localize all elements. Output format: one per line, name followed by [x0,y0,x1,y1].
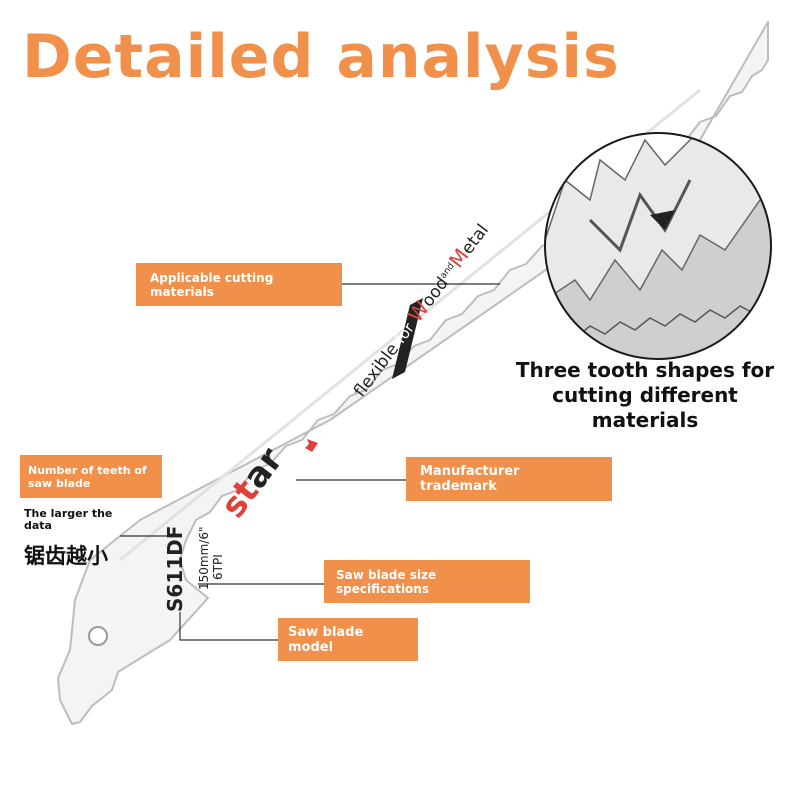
print-tpi: 6TPI [211,554,225,580]
mounting-hole [88,626,108,646]
zoom-view [545,133,771,359]
print-stripe [392,298,423,379]
zoom-caption: Three tooth shapes for cutting different… [515,358,775,432]
leader-lines [120,283,500,641]
blade-print-model: S611DF [163,526,187,612]
print-for: for [391,319,418,347]
note-chinese: 锯齿越小 [24,544,108,568]
label-trademark: Manufacturer trademark [406,457,612,501]
label-model: Saw blade model [278,618,418,661]
label-size-spec: Saw blade size specifications [324,560,530,603]
print-model: S611DF [163,526,187,612]
page-title: Detailed analysis [22,22,620,92]
brand-arrow-icon [305,439,318,452]
blade-print-tpi: 6TPI [211,554,225,580]
print-size: 150mm/6" [197,527,211,590]
label-cutting-materials: Applicable cutting materials [136,263,342,306]
label-teeth-count: Number of teeth of saw blade [20,455,162,498]
blade-print-size: 150mm/6" [197,527,211,590]
note-larger-data: The larger the data [24,507,113,532]
